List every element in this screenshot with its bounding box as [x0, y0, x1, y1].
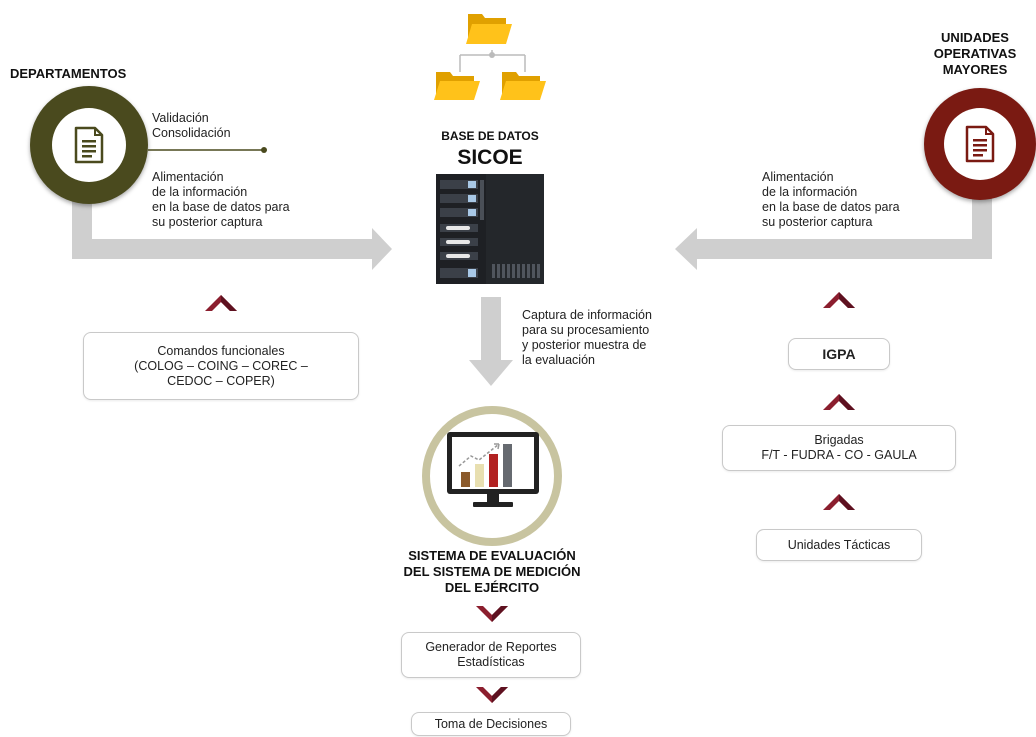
document-icon — [74, 126, 104, 164]
comandos-line: CEDOC – COPER) — [167, 373, 275, 388]
unidades-title: UNIDADES OPERATIVAS MAYORES — [916, 30, 1034, 78]
brigadas-line: Brigadas — [814, 433, 864, 447]
feed-line: Alimentación — [152, 170, 224, 184]
monitor-chart-icon — [447, 432, 539, 507]
chevron-up-icon — [823, 494, 855, 510]
feed-line: su posterior captura — [152, 215, 263, 229]
chevron-up-icon — [205, 295, 237, 311]
departamentos-circle — [30, 86, 148, 204]
feed-line: en la base de datos para — [152, 200, 290, 214]
chevron-down-icon — [476, 606, 508, 622]
chevron-up-icon — [823, 394, 855, 410]
comandos-line: Comandos funcionales — [157, 343, 285, 358]
sicoe-title: SICOE — [457, 146, 523, 169]
brigadas-line: F/T - FUDRA - CO - GAULA — [761, 448, 917, 462]
captura-line: para su procesamiento — [522, 323, 650, 337]
feed-line: de la información — [152, 185, 248, 199]
folder-tree-icon — [434, 14, 546, 100]
departamentos-title: DEPARTAMENTOS — [10, 66, 127, 81]
chevron-up-icon — [823, 292, 855, 308]
brigadas-box: Brigadas F/T - FUDRA - CO - GAULA — [722, 425, 956, 471]
unidades-title-line: OPERATIVAS — [933, 46, 1017, 61]
feed-line: su posterior captura — [762, 215, 873, 229]
departamentos-feed-note: Alimentación de la información en la bas… — [152, 170, 290, 230]
toma-decisiones-box: Toma de Decisiones — [411, 712, 571, 736]
captura-line: Captura de información — [522, 308, 652, 322]
captura-line: y posterior muestra de — [522, 338, 647, 352]
unidades-feed-note: Alimentación de la información en la bas… — [762, 170, 900, 230]
departamentos-notes-top: Validación Consolidación — [152, 111, 231, 141]
feed-line: de la información — [762, 185, 858, 199]
note-validacion: Validación — [152, 111, 209, 125]
note-consolidacion: Consolidación — [152, 126, 231, 140]
unidades-title-line: MAYORES — [942, 62, 1008, 77]
feed-line: en la base de datos para — [762, 200, 900, 214]
unidades-title-line: UNIDADES — [941, 30, 1009, 45]
comandos-line: (COLOG – COING – COREC – — [134, 358, 308, 373]
unidades-circle — [924, 88, 1036, 200]
document-icon — [965, 125, 995, 163]
reportes-line: Estadísticas — [457, 655, 525, 669]
sistema-title-line: DEL EJÉRCITO — [444, 580, 540, 595]
sistema-title-line: DEL SISTEMA DE MEDICIÓN — [403, 564, 581, 579]
unidades-tacticas-box: Unidades Tácticas — [756, 529, 922, 561]
reportes-line: Generador de Reportes — [425, 640, 557, 654]
captura-line: la evaluación — [522, 353, 595, 367]
feed-line: Alimentación — [762, 170, 834, 184]
sistema-title: SISTEMA DE EVALUACIÓN DEL SISTEMA DE MED… — [372, 548, 612, 596]
base-datos-label: BASE DE DATOS — [441, 129, 539, 143]
igpa-box: IGPA — [788, 338, 890, 370]
server-rack-icon — [436, 174, 544, 284]
sistema-title-line: SISTEMA DE EVALUACIÓN — [408, 548, 576, 563]
captura-note: Captura de información para su procesami… — [522, 308, 652, 368]
chevron-down-icon — [476, 687, 508, 703]
comandos-funcionales-box: Comandos funcionales (COLOG – COING – CO… — [83, 332, 359, 400]
reportes-box: Generador de Reportes Estadísticas — [401, 632, 581, 678]
